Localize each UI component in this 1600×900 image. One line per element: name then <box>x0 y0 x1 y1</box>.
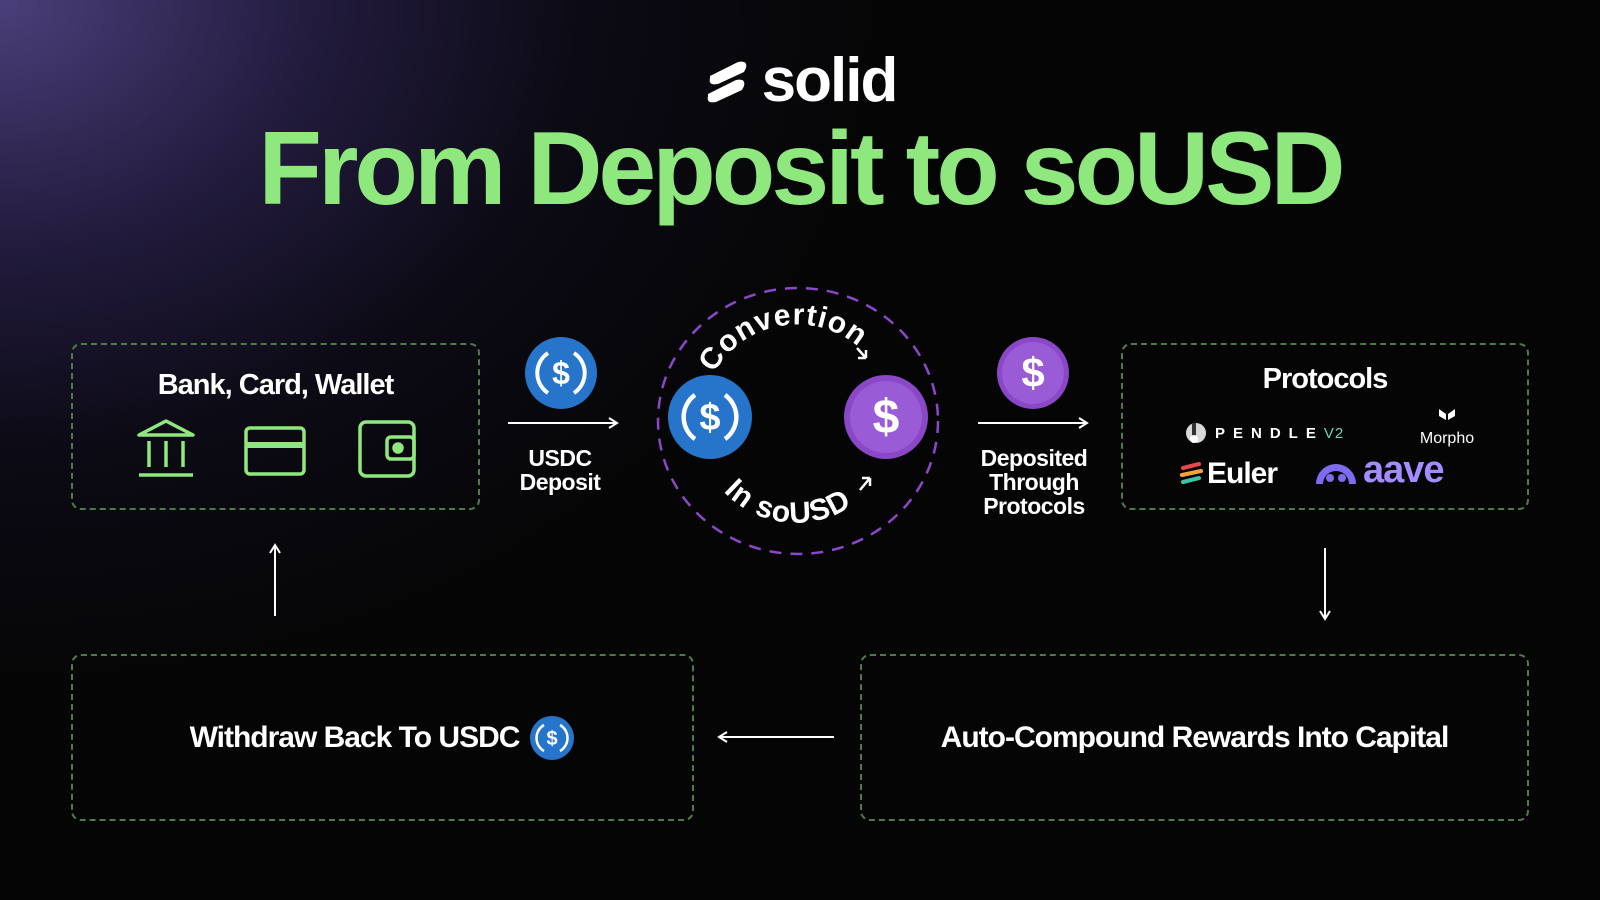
protocols-box: Protocols PENDLEV2 Morpho Euler aave <box>1121 343 1529 510</box>
deposit-label: USDC Deposit <box>500 446 620 494</box>
brand-logo: solid <box>0 50 1600 112</box>
morpho-name: Morpho <box>1419 430 1475 447</box>
sousd-coin-icon: $ <box>996 336 1070 415</box>
svg-text:$: $ <box>552 355 570 391</box>
svg-text:$: $ <box>1021 349 1044 396</box>
solid-logo-icon <box>707 61 746 103</box>
withdraw-box: Withdraw Back To USDC $ <box>71 654 694 821</box>
compound-box: Auto-Compound Rewards Into Capital <box>860 654 1529 821</box>
euler-name: Euler <box>1207 457 1278 490</box>
compound-text: Auto-Compound Rewards Into Capital <box>940 720 1450 754</box>
conversion-top-text: Convertion <box>692 298 874 377</box>
deposit-arrow <box>506 416 622 435</box>
compound-to-withdraw-arrow <box>716 730 836 749</box>
svg-text:$: $ <box>699 397 720 439</box>
pendle-name: PENDLE <box>1215 424 1324 442</box>
morpho-icon <box>1439 409 1455 420</box>
withdraw-usdc-icon: $ <box>530 715 575 760</box>
conversion-usdc-coin-icon: $ <box>668 375 752 459</box>
sources-box: Bank, Card, Wallet <box>71 343 480 510</box>
deposit-label-line1: USDC <box>528 445 592 471</box>
pendle-version: V2 <box>1323 424 1345 442</box>
deposit-label-line2: Deposit <box>519 469 601 495</box>
aave-logo: aave <box>1313 449 1445 492</box>
protocols-step-line1: Deposited <box>980 445 1088 471</box>
compound-down-arrow <box>1318 546 1332 627</box>
bank-icon <box>135 417 197 484</box>
conversion-sousd-coin-icon: $ <box>844 375 928 459</box>
conversion-bottom-arrow <box>859 476 872 491</box>
pendle-logo: PENDLEV2 <box>1185 421 1344 445</box>
aave-ghost-icon <box>1316 463 1356 484</box>
morpho-logo: Morpho <box>1405 407 1489 448</box>
protocols-step-line2: Through <box>989 469 1079 495</box>
card-icon <box>243 425 307 482</box>
protocols-step-label: Deposited Through Protocols <box>960 446 1108 518</box>
protocols-title: Protocols <box>1262 363 1389 395</box>
euler-logo: Euler <box>1179 457 1278 491</box>
withdraw-text: Withdraw Back To USDC <box>189 720 521 754</box>
svg-text:$: $ <box>547 728 558 750</box>
brand-name: solid <box>761 46 899 115</box>
page-title: From Deposit to soUSD <box>258 111 1345 227</box>
wallet-icon <box>357 419 417 484</box>
sources-title: Bank, Card, Wallet <box>157 369 395 401</box>
pendle-icon <box>1186 423 1206 443</box>
protocols-step-line3: Protocols <box>983 493 1085 519</box>
withdraw-up-arrow <box>268 542 282 623</box>
svg-text:$: $ <box>873 391 900 444</box>
conversion-top-arrow <box>856 347 868 360</box>
aave-name: aave <box>1363 449 1445 491</box>
euler-icon <box>1180 462 1203 484</box>
conversion-bottom-text: In soUSD <box>718 473 856 530</box>
usdc-coin-icon: $ <box>524 336 598 415</box>
protocols-arrow <box>976 416 1092 435</box>
conversion-circle: Convertion In soUSD $ $ <box>650 282 946 567</box>
